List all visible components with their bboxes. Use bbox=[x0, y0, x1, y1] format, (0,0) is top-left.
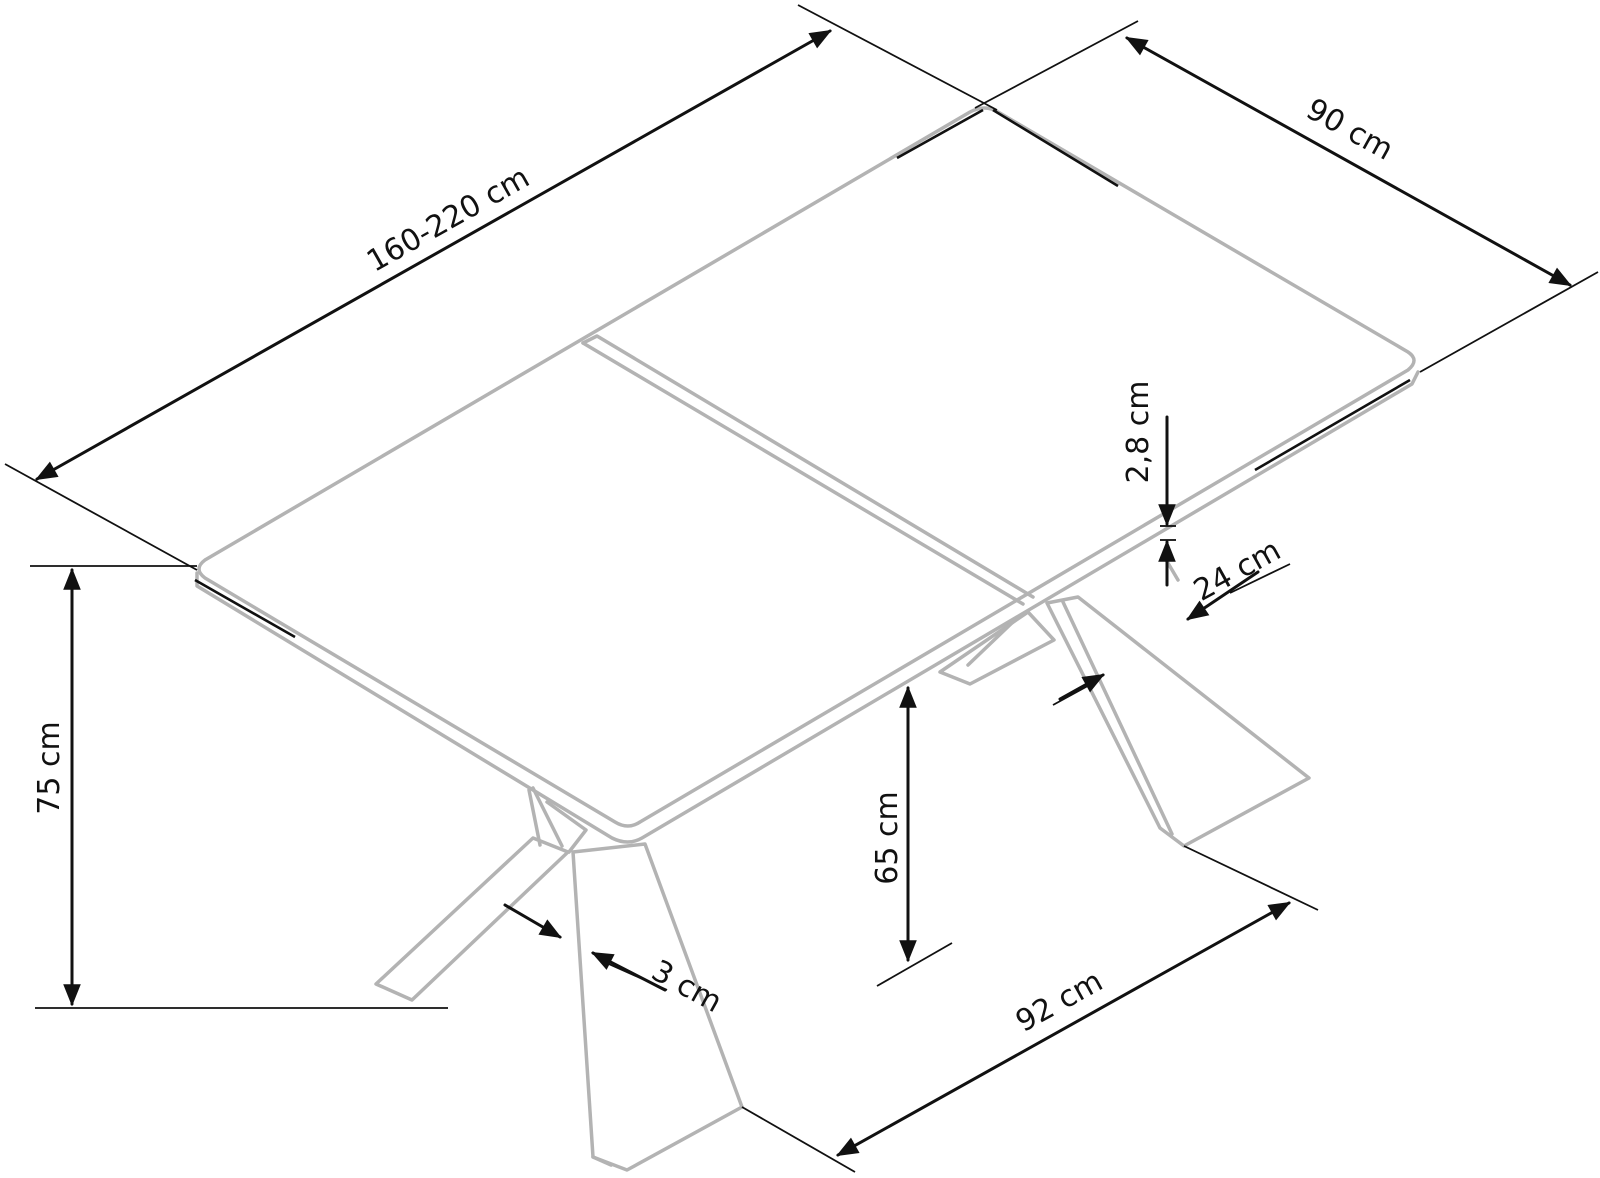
right-leg-back bbox=[938, 610, 1056, 686]
length-arrow bbox=[35, 29, 832, 481]
width-arrow bbox=[1125, 36, 1572, 287]
clearance-label: 65 cm bbox=[870, 791, 905, 884]
length-label: 160-220 cm bbox=[361, 160, 535, 279]
left-leg-back bbox=[374, 836, 570, 1002]
tabletop-outline bbox=[197, 106, 1416, 828]
width-label: 90 cm bbox=[1300, 92, 1399, 168]
extension-lines bbox=[4, 4, 1599, 1173]
right-leg-front bbox=[1045, 595, 1311, 848]
dimension-arrows bbox=[35, 29, 1572, 1157]
extension-seam bbox=[581, 341, 1025, 606]
leg-width-arrow-a bbox=[1186, 570, 1260, 621]
left-leg-front-inner bbox=[591, 1155, 613, 1167]
right-leg-brace bbox=[966, 618, 1017, 667]
tabletop-front-edge bbox=[195, 370, 1420, 844]
base-span-arrow bbox=[836, 901, 1291, 1157]
extension-leaf-edge bbox=[581, 334, 1035, 599]
thickness-label: 2,8 cm bbox=[1121, 381, 1156, 484]
leg-thickness-label: 3 cm bbox=[646, 953, 728, 1020]
leg-width-arrow-b bbox=[1058, 673, 1105, 701]
left-leg-front bbox=[571, 842, 744, 1172]
edge-marks bbox=[194, 108, 1411, 639]
dimension-labels: 160-220 cm 90 cm 2,8 cm 24 cm 75 cm 65 c… bbox=[32, 92, 1399, 1040]
leg-thickness-arrow-a bbox=[503, 903, 562, 939]
height-label: 75 cm bbox=[32, 721, 67, 814]
base-span-label: 92 cm bbox=[1010, 964, 1109, 1040]
leg-thickness-arrow-b bbox=[591, 951, 667, 992]
left-leg-brace bbox=[527, 786, 588, 854]
leg-width-label: 24 cm bbox=[1188, 533, 1287, 609]
